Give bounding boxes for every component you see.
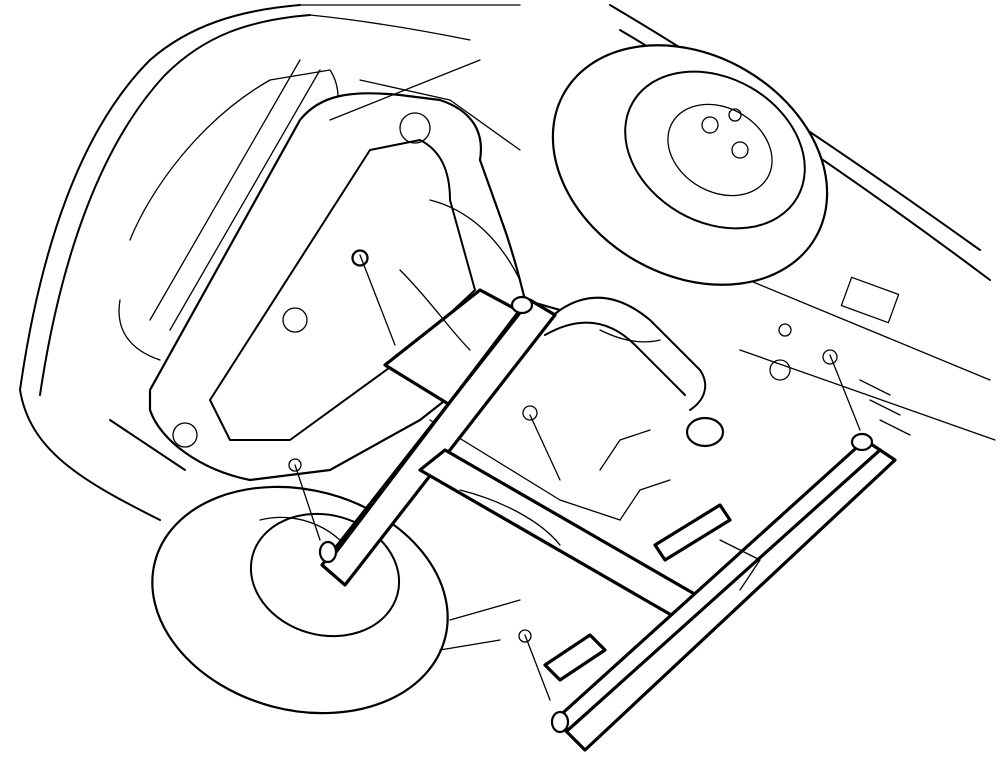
lift-adapter-beam-rear [550, 432, 897, 752]
exhaust-pipe [429, 296, 725, 521]
underbody-detail-lines [329, 59, 911, 651]
engine-cradle-frame [148, 92, 562, 482]
front-subframe-area [118, 59, 339, 361]
lift-point-indicators [288, 250, 861, 701]
lift-adapter-beam-short [318, 288, 557, 587]
front-wheel [151, 485, 449, 715]
spare-tire [551, 44, 829, 286]
